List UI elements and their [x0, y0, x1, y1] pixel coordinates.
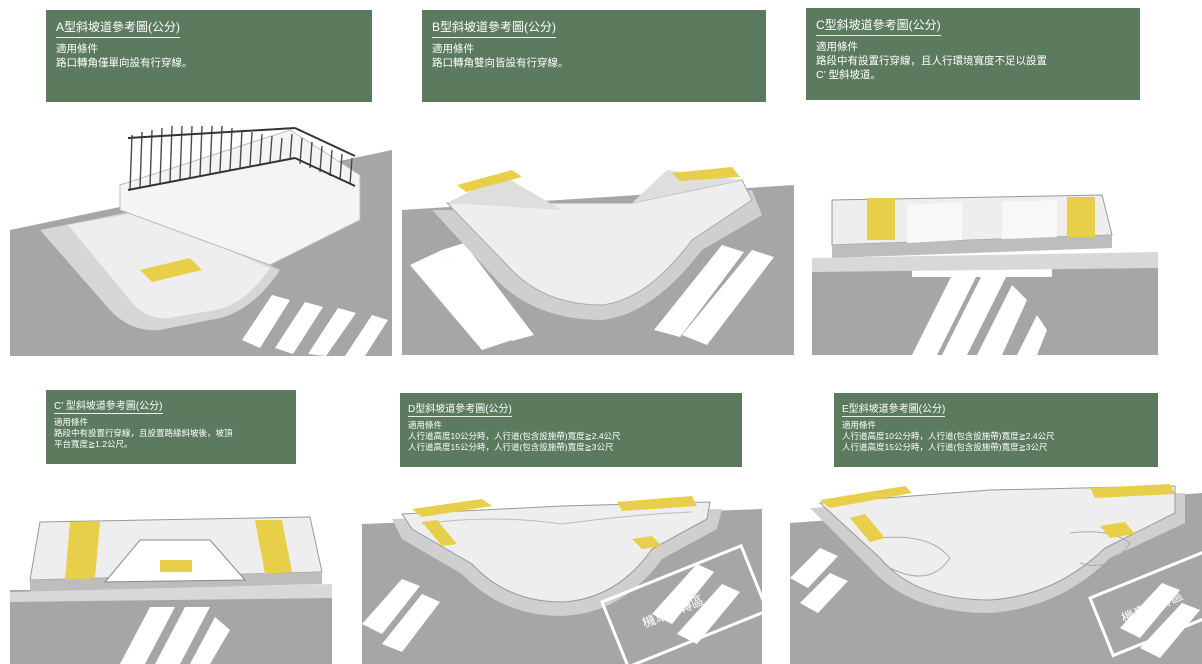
ramp-c-illustration: [812, 194, 1158, 355]
condition-text: 平台寬度≧1.2公尺。: [54, 439, 133, 449]
condition-text: 路口轉角僅單向設有行穿線。: [56, 57, 193, 69]
condition-text: 人行道高度10公分時，人行道(包含設施帶)寬度≧2.4公尺: [408, 431, 621, 441]
panel-c-prime-label: C’ 型斜坡道參考圖(公分) 適用條件 路段中有設置行穿線，且設置路緣斜坡後，坡…: [46, 390, 296, 464]
panel-a-label: A型斜坡道參考圖(公分) 適用條件 路口轉角僅單向設有行穿線。: [46, 10, 372, 102]
condition-text: C’ 型斜坡道。: [816, 69, 881, 81]
panel-title: C’ 型斜坡道參考圖(公分): [54, 397, 163, 414]
condition-text: 路段中有設置行穿線，且設置路緣斜坡後，坡頂: [54, 428, 233, 438]
ramp-b-illustration: [402, 167, 794, 355]
panel-title: C型斜坡道參考圖(公分): [816, 16, 941, 36]
panel-title: A型斜坡道參考圖(公分): [56, 18, 180, 38]
ramp-a-illustration: [10, 125, 392, 356]
condition-heading: 適用條件: [432, 43, 474, 55]
condition-heading: 適用條件: [56, 43, 98, 55]
ramp-c-prime-illustration: [10, 516, 332, 664]
panel-b-label: B型斜坡道參考圖(公分) 適用條件 路口轉角雙向皆設有行穿線。: [422, 10, 766, 102]
panel-c-label: C型斜坡道參考圖(公分) 適用條件 路段中有設置行穿線，且人行環境寬度不足以設置…: [806, 8, 1140, 100]
ramp-d-illustration: 機車待轉區: [362, 496, 762, 664]
condition-heading: 適用條件: [408, 420, 443, 430]
condition-text: 路口轉角雙向皆設有行穿線。: [432, 57, 569, 69]
condition-text: 路段中有設置行穿線，且人行環境寬度不足以設置: [816, 55, 1047, 67]
panel-title: D型斜坡道參考圖(公分): [408, 400, 512, 417]
condition-heading: 適用條件: [842, 420, 877, 430]
ramp-e-illustration: 機車待轉區: [790, 484, 1202, 664]
condition-heading: 適用條件: [816, 41, 858, 53]
panel-title: B型斜坡道參考圖(公分): [432, 18, 556, 38]
condition-heading: 適用條件: [54, 417, 89, 427]
condition-text: 人行道高度15公分時，人行道(包含設施帶)寬度≧3公尺: [842, 442, 1048, 452]
panel-title: E型斜坡道參考圖(公分): [842, 400, 946, 417]
condition-text: 人行道高度10公分時，人行道(包含設施帶)寬度≧2.4公尺: [842, 431, 1055, 441]
panel-e-label: E型斜坡道參考圖(公分) 適用條件 人行道高度10公分時，人行道(包含設施帶)寬…: [834, 393, 1158, 467]
condition-text: 人行道高度15公分時，人行道(包含設施帶)寬度≧3公尺: [408, 442, 614, 452]
panel-d-label: D型斜坡道參考圖(公分) 適用條件 人行道高度10公分時，人行道(包含設施帶)寬…: [400, 393, 742, 467]
